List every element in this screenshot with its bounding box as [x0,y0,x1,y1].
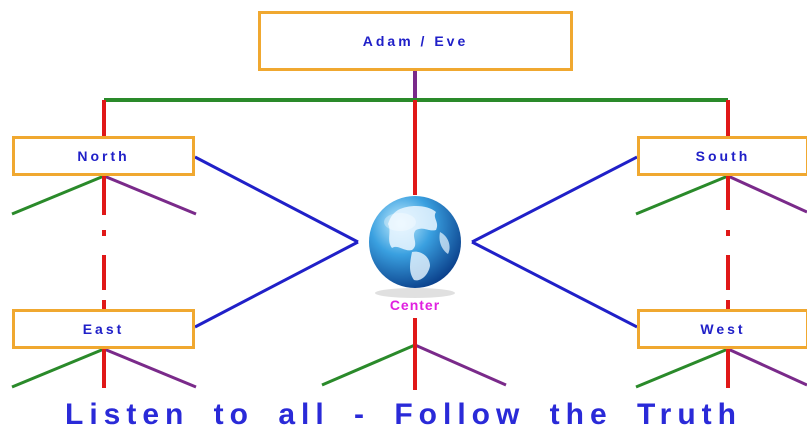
north-purple-branch [104,176,196,214]
west-to-center [472,242,637,327]
motto-text: Listen to all - Follow the Truth [0,398,807,432]
south-node-box: South [637,136,807,176]
west-purple-branch [728,349,807,385]
east-node-label: East [83,321,125,337]
earth-globe-icon [369,196,461,298]
north-node-label: North [77,148,129,164]
west-node-box: West [637,309,807,349]
east-green-branch [12,349,104,387]
center-node-label: Center [360,297,470,313]
south-to-center [472,157,637,242]
north-green-branch [12,176,104,214]
root-node-box: Adam / Eve [258,11,573,71]
north-to-center [195,157,358,242]
south-green-branch [636,176,728,214]
center-green-branch [322,345,415,385]
south-purple-branch [728,176,807,212]
root-node-label: Adam / Eve [363,33,468,49]
west-node-label: West [700,321,745,337]
south-node-label: South [696,148,751,164]
west-green-branch [636,349,728,387]
east-to-center [195,242,358,327]
center-purple-branch [415,345,506,385]
east-purple-branch [104,349,196,387]
north-node-box: North [12,136,195,176]
east-node-box: East [12,309,195,349]
